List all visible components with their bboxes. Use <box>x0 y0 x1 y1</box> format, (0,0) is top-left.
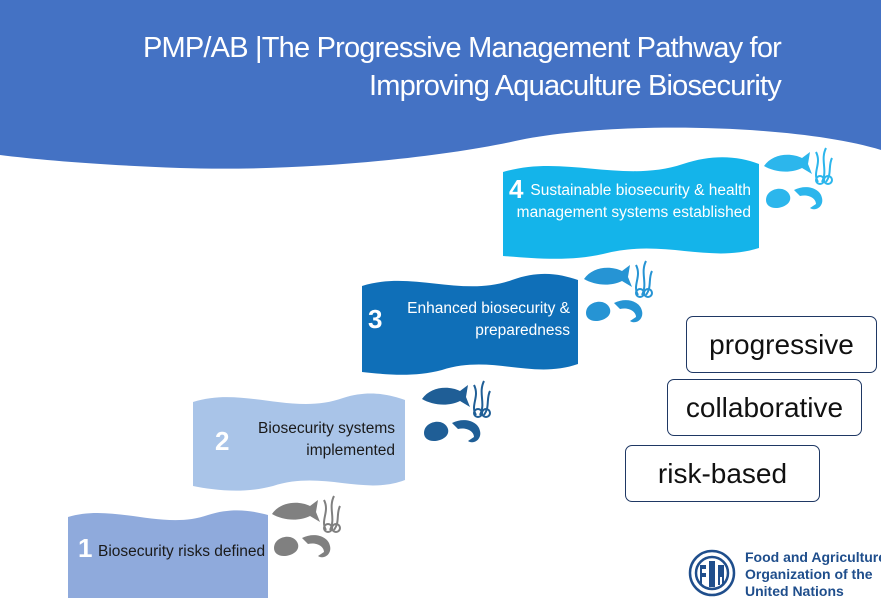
step-2: 2 Biosecurity systems implemented <box>193 388 405 493</box>
fish-icon <box>584 265 632 287</box>
step-4-flag <box>503 157 759 259</box>
step-1-flag <box>68 510 268 598</box>
fao-org-line-1: Food and Agriculture <box>745 549 881 565</box>
shell-icon <box>766 188 791 208</box>
shrimp-icon <box>452 420 481 443</box>
step-2-label-line-2: implemented <box>306 442 395 459</box>
shell-icon <box>274 536 299 556</box>
fao-org-line-3: United Nations <box>745 583 844 599</box>
icon-cluster-1 <box>272 495 341 558</box>
keyword-risk-based: risk-based <box>625 445 820 502</box>
fao-org-line-2: Organization of the <box>745 566 873 582</box>
step-4-label-line-1: Sustainable biosecurity & health <box>530 182 751 199</box>
step-2-number: 2 <box>215 426 230 456</box>
step-3-number: 3 <box>368 304 383 334</box>
step-4-label-line-2: management systems established <box>516 204 751 221</box>
shrimp-icon <box>614 300 643 323</box>
fish-icon <box>422 385 470 407</box>
step-3-label-line-2: preparedness <box>475 322 570 339</box>
step-1: 1 Biosecurity risks defined <box>68 505 268 598</box>
step-3-label-line-1: Enhanced biosecurity & <box>407 300 570 317</box>
step-2-label-line-1: Biosecurity systems <box>258 420 395 437</box>
shell-icon <box>424 421 449 441</box>
title-line-1: PMP/AB |The Progressive Management Pathw… <box>142 32 782 64</box>
step-4-label: Sustainable biosecurity & health managem… <box>517 180 751 224</box>
shrimp-icon <box>794 187 823 210</box>
seaweed-icon <box>323 495 341 533</box>
step-3: 3 Enhanced biosecurity & preparedness <box>362 268 578 376</box>
icon-cluster-4 <box>764 147 833 210</box>
step-1-number: 1 <box>78 533 93 563</box>
icon-cluster-3 <box>584 260 653 323</box>
title-line-2: Improving Aquaculture Biosecurity <box>368 70 782 102</box>
seaweed-icon <box>473 380 491 418</box>
step-3-flag <box>362 273 578 375</box>
title-banner <box>0 0 881 169</box>
step-4: 4 Sustainable biosecurity & health manag… <box>503 150 759 260</box>
step-2-label: Biosecurity systems implemented <box>258 418 395 462</box>
step-3-label: Enhanced biosecurity & preparedness <box>407 298 570 342</box>
fish-icon <box>272 500 320 522</box>
shell-icon <box>586 301 611 321</box>
keyword-progressive: progressive <box>686 316 877 373</box>
seaweed-icon <box>635 260 653 298</box>
fao-org-name: Food and Agriculture Organization of the… <box>745 549 881 600</box>
step-4-number: 4 <box>509 174 524 204</box>
step-2-flag <box>193 393 405 491</box>
seaweed-icon <box>815 147 833 185</box>
shrimp-icon <box>302 535 331 558</box>
fish-icon <box>764 152 812 174</box>
step-1-label-line-1: Biosecurity risks defined <box>98 543 266 560</box>
step-1-label: Biosecurity risks defined <box>98 541 265 563</box>
icon-cluster-2 <box>422 380 491 443</box>
keyword-collaborative: collaborative <box>667 379 862 436</box>
fao-logo <box>688 549 736 597</box>
